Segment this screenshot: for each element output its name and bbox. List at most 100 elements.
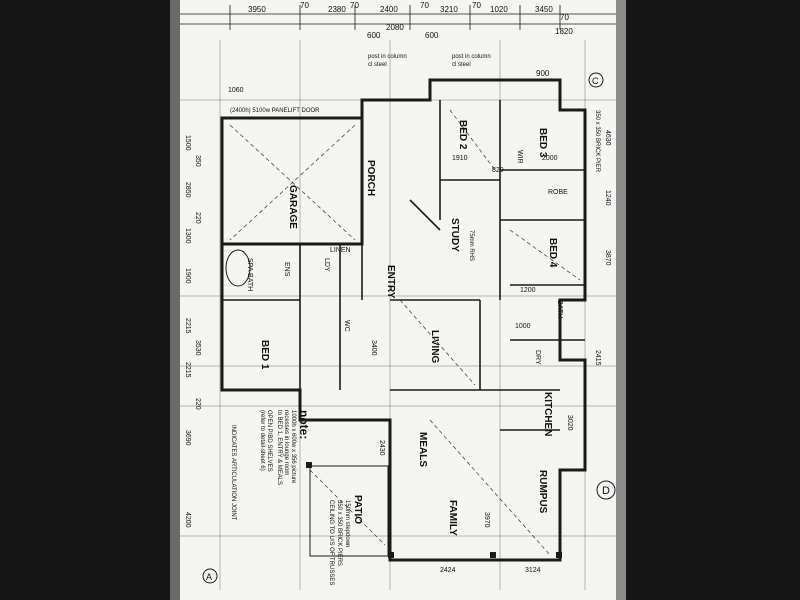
dim-text: 2415 [594, 350, 601, 366]
patio-outline [309, 465, 389, 557]
note-text: post in column [452, 54, 491, 60]
dim-text: 70 [300, 1, 309, 10]
dim-text: 3530 [194, 340, 201, 356]
room-bed1: BED 1 [259, 340, 270, 370]
right-side-dims: 4630 1240 3870 2415 3020 [566, 130, 611, 431]
room-labels: GARAGE BED 1 BED 2 BED 3 BED 4 STUDY LIV… [259, 120, 558, 536]
dim-text: 1060 [228, 87, 244, 94]
dim-text: 1910 [452, 155, 468, 162]
dim-text: 600 [425, 31, 439, 40]
room-linen: LINEN [330, 247, 351, 254]
note-text: post in column [368, 54, 407, 60]
roof-lines [229, 109, 581, 556]
note-line: OPEN P/BD SHELVES [266, 410, 272, 472]
marker-c: C [592, 76, 599, 86]
room-bath: BATH [556, 300, 563, 318]
misc-dims: 1060 1910 2000 820 2430 3400 2424 3124 3… [228, 87, 558, 574]
dim-text: 3450 [535, 5, 553, 14]
marker-d: D [602, 485, 610, 497]
room-garage: GARAGE [287, 185, 298, 229]
dim-text: 600 [367, 31, 381, 40]
room-entry: ENTRY [385, 265, 396, 299]
articulation-note: INDICATES ARTICULATION JOINT [230, 425, 236, 521]
room-ldy: LDY [323, 258, 330, 272]
dim-text: 4200 [184, 512, 191, 528]
marker-circle [596, 480, 616, 500]
dim-text: 3400 [370, 340, 377, 356]
room-rumpus: RUMPUS [537, 470, 548, 514]
plan-notes: (2400h) 5100w PANELIFT DOOR note: 1000h … [230, 108, 600, 585]
truss-note: CEILING TO U/S OF TRUSSES [328, 500, 334, 585]
room-bed3: BED 3 [537, 128, 548, 158]
small-room-labels: LINEN ROBE WIR DRY BATH SPA BATH ENS WC … [246, 150, 568, 365]
rhs-note: 75mm RHS [468, 230, 474, 261]
dim-text: 3690 [184, 430, 191, 446]
room-spa: SPA BATH [246, 258, 253, 291]
stepdown-note: 150mm stepdown [344, 500, 350, 547]
note-text: cl steel [452, 62, 471, 68]
room-living: LIVING [429, 330, 440, 364]
note-line: to BED 1, ENTRY & MEALS [276, 410, 282, 485]
dim-text: 1300 [184, 228, 191, 244]
dim-text: 70 [350, 1, 359, 10]
dim-text: 1000 [515, 323, 531, 330]
room-family: FAMILY [447, 500, 458, 536]
dim-text: 1020 [490, 5, 508, 14]
dim-text: 2215 [184, 318, 191, 334]
post-notes: post in column cl steel post in column c… [368, 54, 491, 68]
brick-pier-note: 350 x 350 BRICK PIERS [336, 500, 342, 566]
dim-text: 2080 [386, 23, 404, 32]
room-bed4: BED 4 [547, 238, 558, 268]
note-line: (refer to detail-sheet 6) [259, 410, 265, 471]
right-shadow [616, 0, 626, 600]
note-line: recesses in lounge room [283, 410, 289, 475]
left-side-dims: 1500 350 2850 220 1300 1900 2215 3530 22… [184, 135, 201, 528]
note-line: 1000h x 600w x 356 picture [290, 410, 296, 484]
dim-text: 2430 [378, 440, 385, 456]
spa-bath-shape [225, 249, 251, 287]
dim-text: 350 [194, 155, 201, 167]
dim-text: 3970 [483, 512, 490, 528]
dim-text: 1200 [520, 287, 536, 294]
dim-text: 70 [420, 1, 429, 10]
dim-text: 3124 [525, 567, 541, 574]
marker-circle [588, 72, 604, 88]
dim-text: 220 [194, 398, 201, 410]
dim-text: 1900 [184, 268, 191, 284]
dim-text: 3020 [566, 415, 573, 431]
interior-walls [222, 100, 585, 431]
dim-text: 2380 [328, 5, 346, 14]
pier-note: 350 x 350 BRICK PIER [594, 110, 600, 173]
left-shadow [170, 0, 180, 600]
room-wc: WC [343, 320, 350, 332]
note-text: cl steel [368, 62, 387, 68]
top-dimension-lines [180, 5, 616, 30]
dim-text: 820 [492, 167, 504, 174]
dim-text: 4630 [604, 130, 611, 146]
room-wir: WIR [516, 150, 523, 164]
dim-text: 2400 [380, 5, 398, 14]
columns [306, 462, 562, 558]
room-meals: MEALS [417, 432, 428, 467]
dim-text: 1820 [555, 27, 573, 36]
dim-text: 70 [472, 1, 481, 10]
dim-text: 70 [560, 13, 569, 22]
dim-text: 1500 [184, 135, 191, 151]
marker-a: A [206, 572, 212, 582]
grid-markers: D A C [202, 72, 616, 584]
room-robe: ROBE [548, 189, 568, 196]
dim-text: 220 [194, 212, 201, 224]
room-kitchen: KITCHEN [542, 392, 553, 436]
dim-text: 2000 [542, 155, 558, 162]
dim-text: 3950 [248, 5, 266, 14]
dim-text: 3210 [440, 5, 458, 14]
note-heading: note: [297, 410, 311, 439]
dim-text: 900 [536, 69, 550, 78]
room-bed2: BED 2 [457, 120, 468, 150]
marker-circle [202, 568, 218, 584]
dim-text: 2424 [440, 567, 456, 574]
dim-text: 3870 [604, 250, 611, 266]
panelift-note: (2400h) 5100w PANELIFT DOOR [230, 108, 320, 114]
room-study: STUDY [449, 218, 460, 252]
